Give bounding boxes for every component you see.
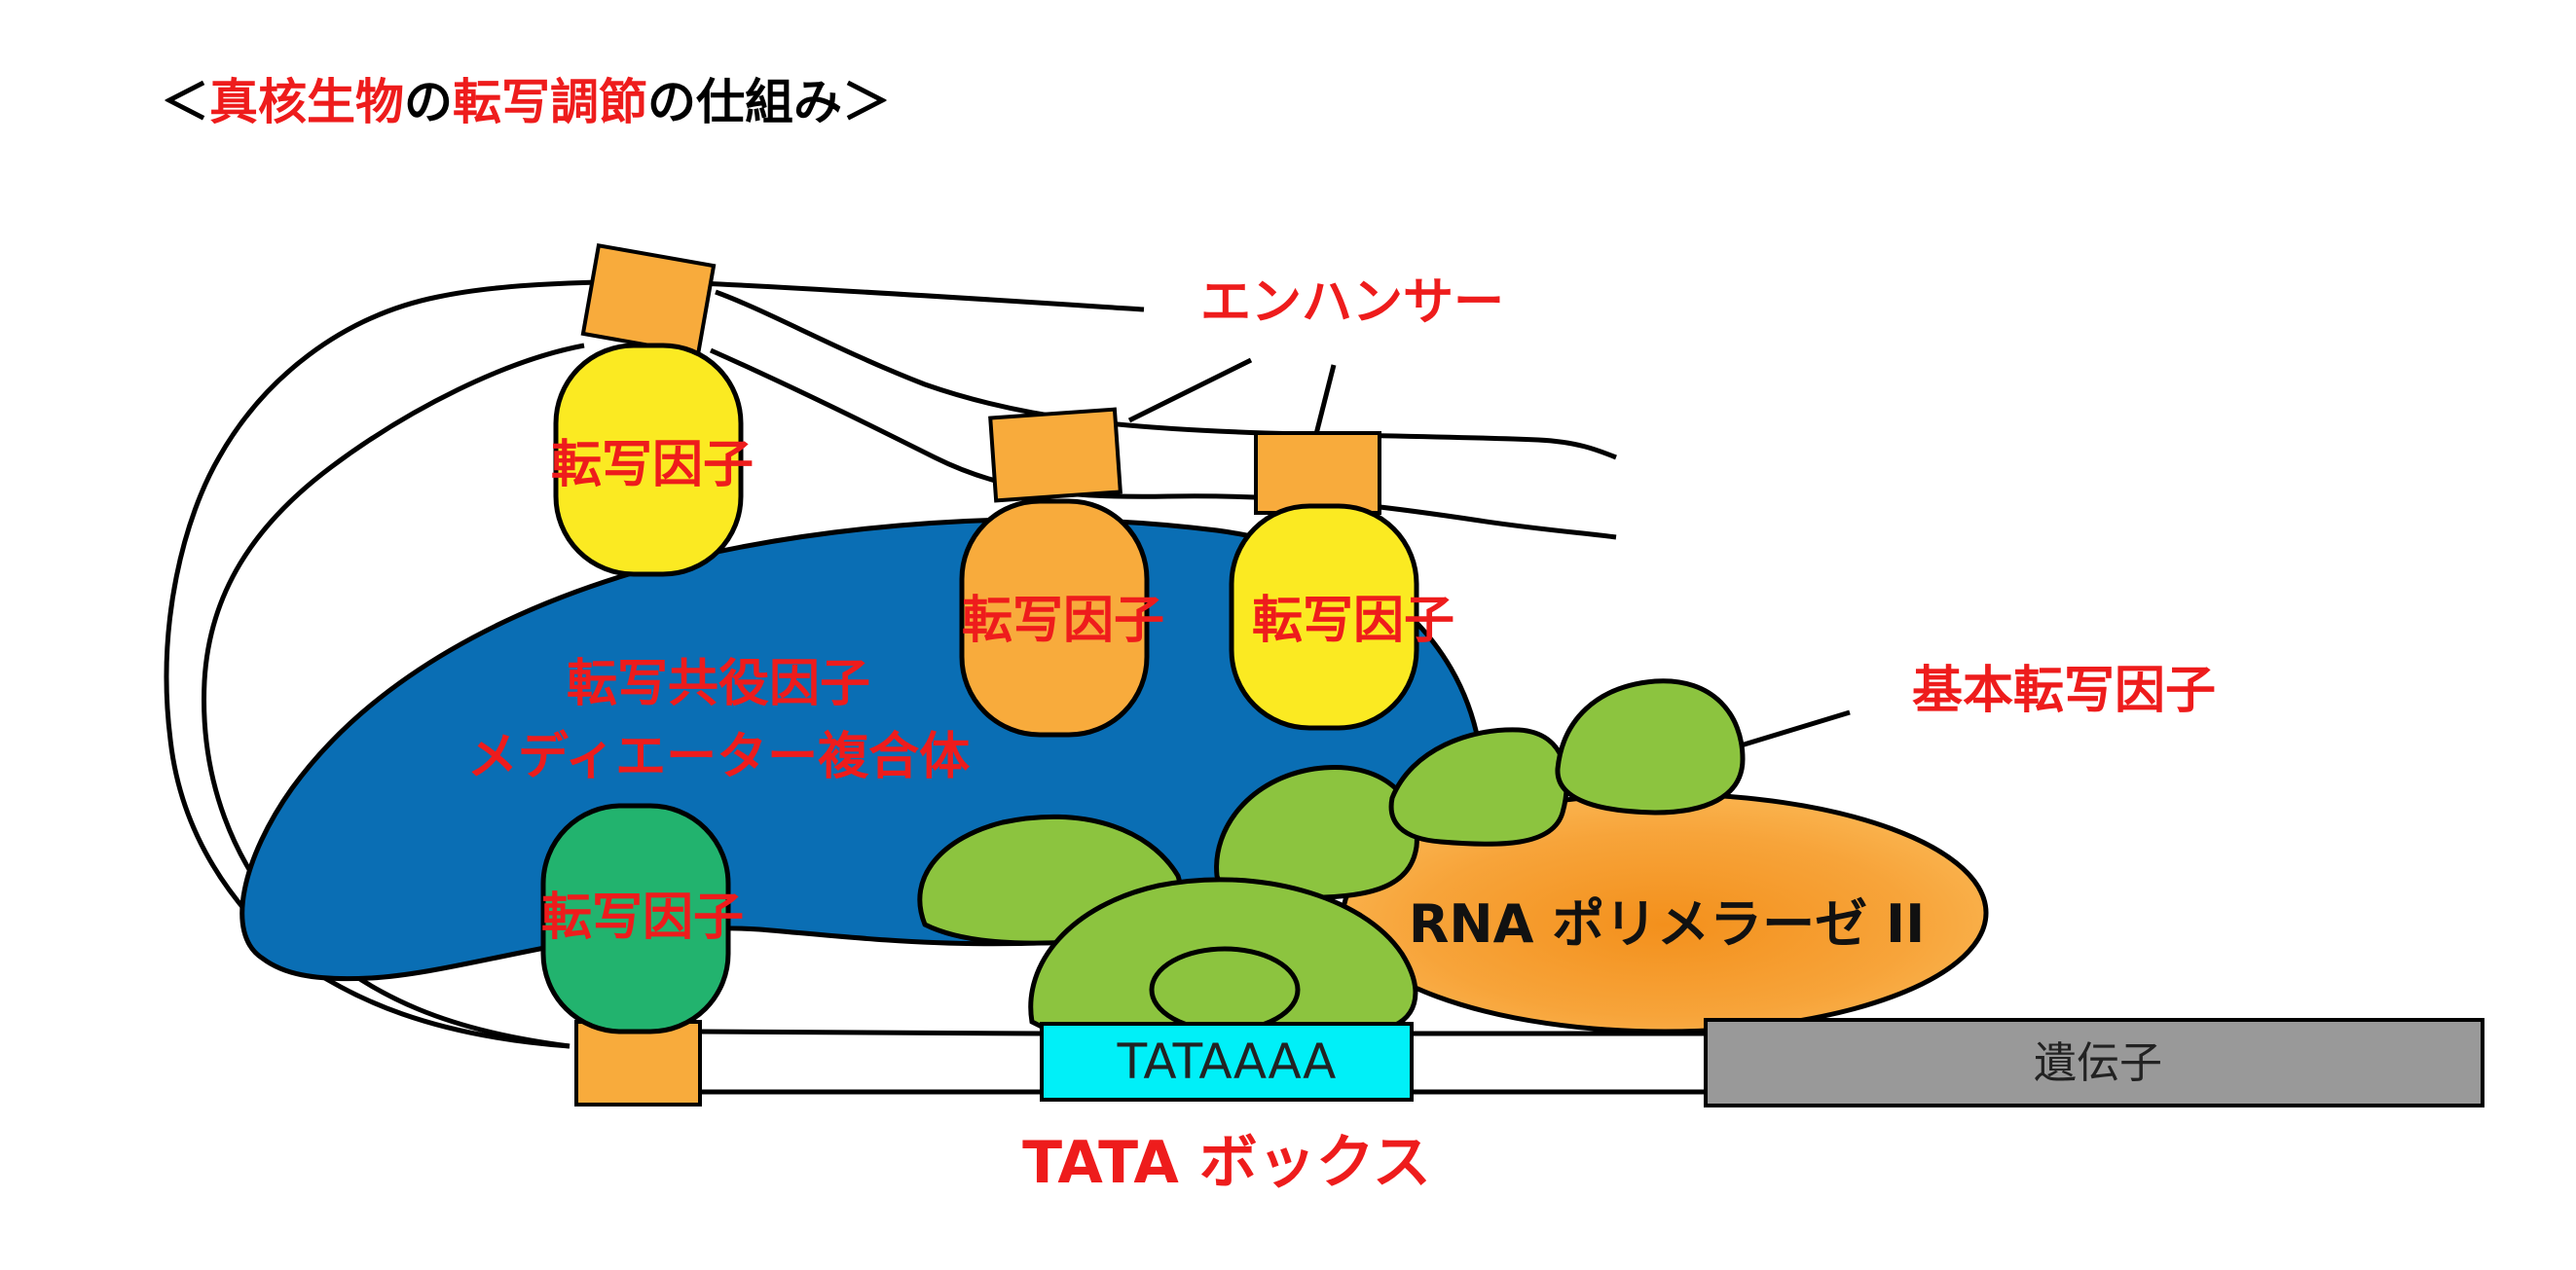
- dna-lower-top: [700, 1029, 1043, 1036]
- enhancer-pointer-2: [1313, 364, 1337, 435]
- title-no: の: [404, 74, 453, 130]
- tata-box-sequence: [1040, 1022, 1414, 1102]
- tf-label-top: 転写因子: [551, 436, 754, 494]
- title-mechanism: の仕組み＞: [647, 74, 891, 130]
- enhancer-site-right: [1254, 431, 1381, 515]
- tf-label-green: 転写因子: [541, 889, 744, 947]
- mediator-label-line2: メディエーター複合体: [467, 728, 970, 786]
- transcription-factor-orange: [959, 498, 1150, 738]
- page-title: ＜真核生物の転写調節の仕組み＞: [161, 74, 891, 130]
- dna-inner-loop: [202, 343, 585, 1049]
- title-eukaryote: 真核生物: [209, 74, 404, 130]
- gtf-blob-small: [1149, 946, 1301, 1034]
- mediator-label-line1: 転写共役因子: [567, 655, 870, 713]
- gtf-label: 基本転写因子: [1912, 662, 2216, 720]
- enhancer-site-top: [580, 242, 717, 357]
- tf-label-orange: 転写因子: [962, 592, 1164, 650]
- tf-label-right: 転写因子: [1252, 592, 1454, 650]
- enhancer-site-lower: [574, 1020, 702, 1107]
- gene-label: 遺伝子: [2034, 1038, 2162, 1088]
- tata-sequence-text: TATAAAA: [1117, 1034, 1337, 1090]
- rna-polymerase-label: RNA ポリメラーゼ II: [1409, 893, 1925, 955]
- gtf-pointer: [1727, 709, 1851, 752]
- gtf-blob-right-mid: [1388, 727, 1569, 847]
- transcription-factor-green: [540, 803, 731, 1034]
- tata-box-label: TATA ボックス: [1022, 1129, 1431, 1197]
- title-transcription-regulation: 転写調節: [453, 74, 647, 130]
- enhancer-label: エンハンサー: [1200, 273, 1504, 332]
- transcription-factor-yellow-right: [1229, 503, 1419, 731]
- gtf-blob-top-right: [1555, 678, 1746, 816]
- general-transcription-factors: [917, 678, 1746, 1034]
- enhancer-site-mid: [988, 407, 1122, 503]
- transcription-factor-yellow-top: [553, 343, 744, 577]
- gene-block: [1704, 1018, 2484, 1107]
- dna-enhancer-top: [715, 289, 1617, 460]
- dna-enhancer-bottom: [709, 347, 1617, 540]
- title-bracket-open: ＜: [161, 74, 209, 130]
- enhancer-pointer-1: [1127, 357, 1253, 423]
